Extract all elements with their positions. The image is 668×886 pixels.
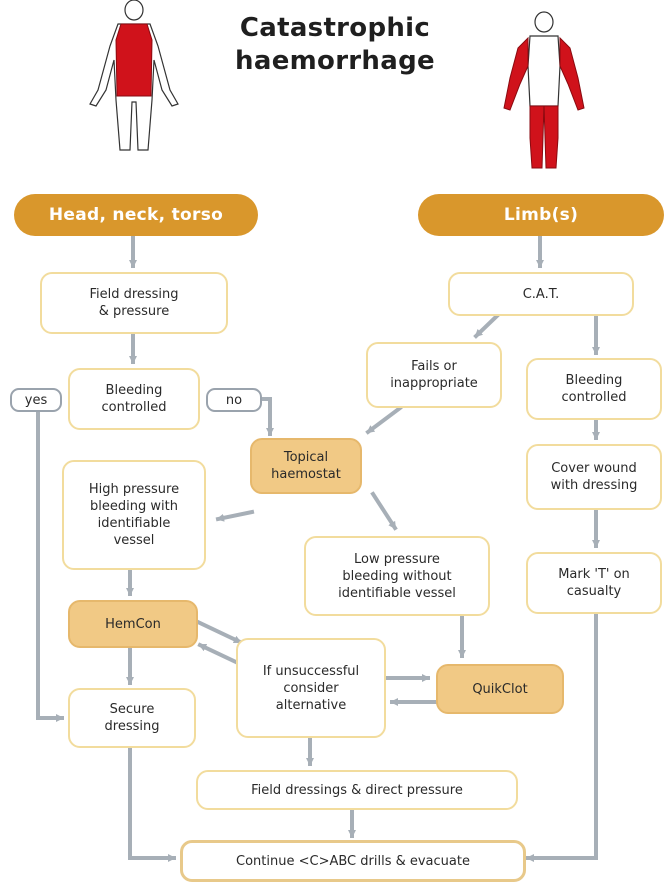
hemcon-box: HemCon [68, 600, 198, 648]
box-line: identifiable vessel [338, 585, 456, 601]
box-line: haemostat [271, 467, 341, 482]
box-line: If unsuccessful [262, 663, 360, 679]
fails-or-inappropriate-box: Fails or inappropriate [366, 342, 502, 408]
box-line: casualty [566, 584, 622, 599]
box-line: Fails or [411, 359, 457, 374]
continue-abc-evacuate-box: Continue <C>ABC drills & evacuate [180, 840, 526, 882]
box-line: controlled [561, 390, 627, 405]
cat-box: C.A.T. [448, 272, 634, 316]
yes-label: yes [10, 388, 62, 412]
box-line: dressing [104, 719, 160, 734]
torso-wound-figure [89, 0, 179, 151]
field-dressings-direct-pressure-box: Field dressings & direct pressure [196, 770, 518, 810]
bleeding-controlled-right-box: Bleeding controlled [526, 358, 662, 420]
box-line: inappropriate [390, 376, 478, 391]
box-line: bleeding with [90, 499, 178, 514]
mark-t-box: Mark 'T' on casualty [526, 552, 662, 614]
page-title: Catastrophic haemorrhage [210, 12, 460, 78]
box-line: vessel [113, 533, 155, 548]
box-line: & pressure [98, 304, 170, 319]
title-line-2: haemorrhage [235, 46, 435, 76]
secure-dressing-box: Secure dressing [68, 688, 196, 748]
topical-haemostat-box: Topical haemostat [250, 438, 362, 494]
box-line: Cover wound [551, 461, 637, 476]
box-line: Secure [109, 702, 155, 717]
quikclot-box: QuikClot [436, 664, 564, 714]
no-label: no [206, 388, 262, 412]
limbs-header: Limb(s) [418, 194, 664, 236]
field-dressing-pressure-box: Field dressing & pressure [40, 272, 228, 334]
box-line: Topical [283, 450, 329, 465]
box-line: alternative [275, 697, 347, 713]
cover-wound-box: Cover wound with dressing [526, 444, 662, 510]
head-neck-torso-header: Head, neck, torso [14, 194, 258, 236]
box-line: consider [283, 680, 339, 696]
limb-wound-figure [503, 11, 585, 169]
box-line: Field dressing [89, 287, 179, 302]
high-pressure-bleeding-box: High pressure bleeding with identifiable ve… [62, 460, 206, 570]
box-line: with dressing [550, 478, 638, 493]
box-line: Low pressure [354, 551, 440, 567]
bleeding-controlled-left-box: Bleeding controlled [68, 368, 200, 430]
box-line: controlled [101, 400, 167, 415]
box-line: identifiable [97, 516, 171, 531]
box-line: Mark 'T' on [558, 567, 630, 582]
box-line: High pressure [88, 482, 180, 497]
box-line: bleeding without [342, 568, 452, 584]
box-line: Bleeding [565, 373, 623, 388]
box-line: Bleeding [105, 383, 163, 398]
title-line-1: Catastrophic [239, 13, 431, 43]
